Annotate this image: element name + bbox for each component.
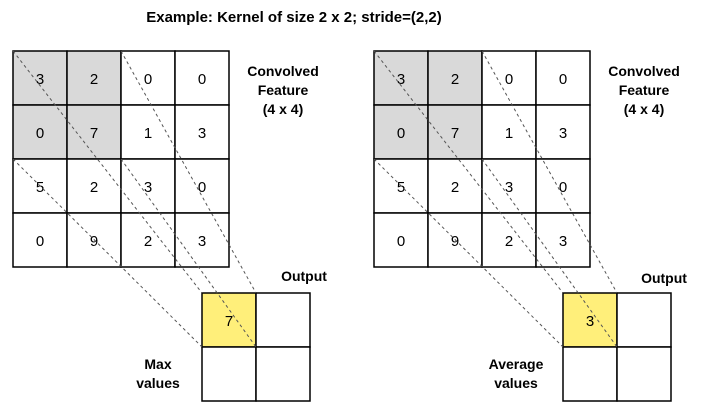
input-cell (12, 212, 68, 268)
input-cell-value: 0 (397, 125, 405, 142)
input-cell-value: 3 (144, 179, 152, 196)
method-label: Average (489, 356, 544, 372)
input-cell (535, 104, 591, 160)
input-cell-value: 0 (559, 179, 567, 196)
output-cell (562, 292, 618, 348)
input-cell-value: 0 (397, 233, 405, 250)
input-cell-value: 9 (90, 233, 98, 250)
input-cell-value: 3 (505, 179, 513, 196)
input-cell-value: 3 (559, 233, 567, 250)
input-cell-value: 9 (451, 233, 459, 250)
output-cell (255, 346, 311, 402)
input-cell-value: 1 (144, 125, 152, 142)
projection-line (120, 158, 257, 348)
feature-label: Convolved (247, 63, 319, 79)
input-cell-value: 2 (451, 179, 459, 196)
output-cell-value: 7 (225, 313, 233, 330)
input-cell-value: 3 (198, 233, 206, 250)
input-cell-value: 7 (90, 125, 98, 142)
output-cell (616, 292, 672, 348)
feature-label: (4 x 4) (263, 101, 303, 117)
method-label: values (136, 375, 180, 391)
projection-line (481, 158, 618, 348)
input-cell-value: 0 (36, 125, 44, 142)
input-cell (535, 158, 591, 214)
input-cell-value: 2 (144, 233, 152, 250)
input-cell-value: 0 (505, 71, 513, 88)
projection-line (373, 158, 564, 348)
input-cell (120, 212, 176, 268)
input-cell (66, 50, 122, 106)
input-cell (12, 50, 68, 106)
input-cell (120, 158, 176, 214)
feature-label: Convolved (608, 63, 680, 79)
input-cell-value: 2 (90, 71, 98, 88)
projection-line (481, 50, 618, 294)
input-cell (481, 212, 537, 268)
output-cell (201, 292, 257, 348)
output-label: Output (641, 270, 687, 286)
input-cell-value: 5 (36, 179, 44, 196)
output-cell-value: 3 (586, 313, 594, 330)
input-cell-value: 0 (36, 233, 44, 250)
feature-label: Feature (258, 82, 309, 98)
input-cell-value: 0 (198, 71, 206, 88)
input-cell (174, 212, 230, 268)
output-cell (562, 346, 618, 402)
input-cell-value: 3 (397, 71, 405, 88)
input-cell-value: 5 (397, 179, 405, 196)
input-cell-value: 3 (198, 125, 206, 142)
projection-line (120, 50, 257, 294)
method-label: Max (144, 356, 171, 372)
output-cell (201, 346, 257, 402)
input-cell (427, 50, 483, 106)
input-cell-value: 2 (451, 71, 459, 88)
method-label: values (494, 375, 538, 391)
input-cell-value: 3 (559, 125, 567, 142)
input-cell (535, 212, 591, 268)
diagram-title: Example: Kernel of size 2 x 2; stride=(2… (146, 9, 442, 26)
feature-label: Feature (619, 82, 670, 98)
input-cell-value: 0 (198, 179, 206, 196)
input-cell-value: 2 (505, 233, 513, 250)
output-cell (255, 292, 311, 348)
input-cell (481, 158, 537, 214)
feature-label: (4 x 4) (624, 101, 664, 117)
input-cell-value: 3 (36, 71, 44, 88)
output-label: Output (281, 268, 327, 284)
input-cell-value: 0 (144, 71, 152, 88)
input-cell (373, 50, 429, 106)
input-cell-value: 1 (505, 125, 513, 142)
output-cell (616, 346, 672, 402)
input-cell-value: 7 (451, 125, 459, 142)
projection-line (12, 158, 203, 348)
input-cell-value: 0 (559, 71, 567, 88)
input-cell-value: 2 (90, 179, 98, 196)
input-cell (373, 104, 429, 160)
input-cell (535, 50, 591, 106)
